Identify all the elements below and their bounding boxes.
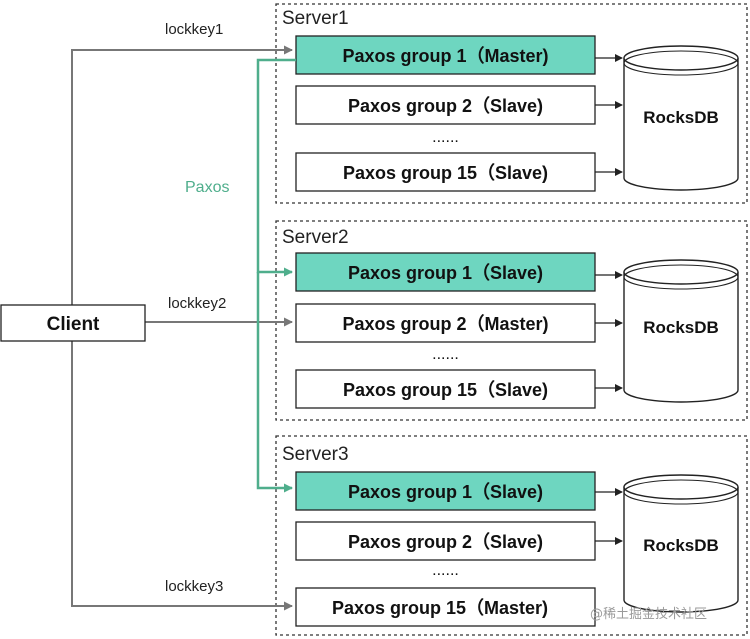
server-1-frame bbox=[275, 3, 748, 204]
paxos-line-to-server-2 bbox=[256, 58, 296, 277]
server-1-group-15-label: Paxos group 15（Slave) bbox=[343, 163, 548, 183]
server-1-rocksdb-cylinder bbox=[623, 45, 739, 191]
server-3-rocksdb-label: RocksDB bbox=[643, 536, 719, 555]
server-2-group-15-box bbox=[295, 369, 596, 409]
server-2-group-2-box bbox=[295, 303, 596, 343]
server-2: Server2 Paxos group 1（Slave) Paxos group… bbox=[275, 220, 748, 421]
server-2-ellipsis: ...... bbox=[432, 346, 459, 363]
paxos-replication: Paxos bbox=[185, 58, 296, 493]
server-2-group-15-label: Paxos group 15（Slave) bbox=[343, 380, 548, 400]
server-3-group-1-box bbox=[295, 471, 596, 511]
server-1-group-2-label: Paxos group 2（Slave) bbox=[348, 96, 543, 116]
client-label: Client bbox=[47, 314, 100, 335]
server-1-group-1-label: Paxos group 1（Master) bbox=[342, 46, 548, 66]
client-line-lockkey3 bbox=[71, 341, 293, 611]
server-2-frame bbox=[275, 220, 748, 421]
server-3-group-15-label: Paxos group 15（Master) bbox=[332, 598, 548, 618]
server-1-ellipsis: ...... bbox=[432, 129, 459, 146]
server-3-group-2-label: Paxos group 2（Slave) bbox=[348, 532, 543, 552]
server-3-group-1-label: Paxos group 1（Slave) bbox=[348, 482, 543, 502]
server-2-group-1-box bbox=[295, 252, 596, 292]
client-line-lockkey1 bbox=[71, 45, 293, 305]
server-1-group-15-box bbox=[295, 152, 596, 192]
server-3-ellipsis: ...... bbox=[432, 562, 459, 579]
server-3: Server3 Paxos group 1（Slave) Paxos group… bbox=[275, 435, 748, 636]
server-1-rocksdb-label: RocksDB bbox=[643, 108, 719, 127]
lockkey1-label: lockkey1 bbox=[165, 21, 223, 38]
watermark: @稀土掘金技术社区 bbox=[590, 606, 707, 622]
server-1-group-2-box bbox=[295, 85, 596, 125]
server-2-rocksdb-cylinder bbox=[623, 259, 739, 403]
server-1: Server1 Paxos group 1（Master) Paxos grou… bbox=[275, 3, 748, 204]
server-2-title: Server2 bbox=[282, 227, 349, 248]
client-box bbox=[0, 304, 146, 342]
server-1-title: Server1 bbox=[282, 8, 349, 29]
lockkey3-label: lockkey3 bbox=[165, 578, 223, 595]
server-3-rocksdb-cylinder bbox=[623, 474, 739, 613]
server-3-title: Server3 bbox=[282, 444, 349, 465]
client-routing: lockkey1 lockkey2 lockkey3 Client bbox=[0, 21, 293, 611]
server-2-group-1-label: Paxos group 1（Slave) bbox=[348, 263, 543, 283]
paxos-line-to-server-3 bbox=[256, 272, 293, 493]
server-3-frame bbox=[275, 435, 748, 636]
server-1-group-1-box bbox=[295, 35, 596, 75]
server-2-rocksdb-label: RocksDB bbox=[643, 318, 719, 337]
lockkey2-label: lockkey2 bbox=[168, 295, 226, 312]
server-2-group-2-label: Paxos group 2（Master) bbox=[342, 314, 548, 334]
server-3-group-2-box bbox=[295, 521, 596, 561]
paxos-label: Paxos bbox=[185, 179, 229, 196]
server-3-group-15-box bbox=[295, 587, 596, 627]
